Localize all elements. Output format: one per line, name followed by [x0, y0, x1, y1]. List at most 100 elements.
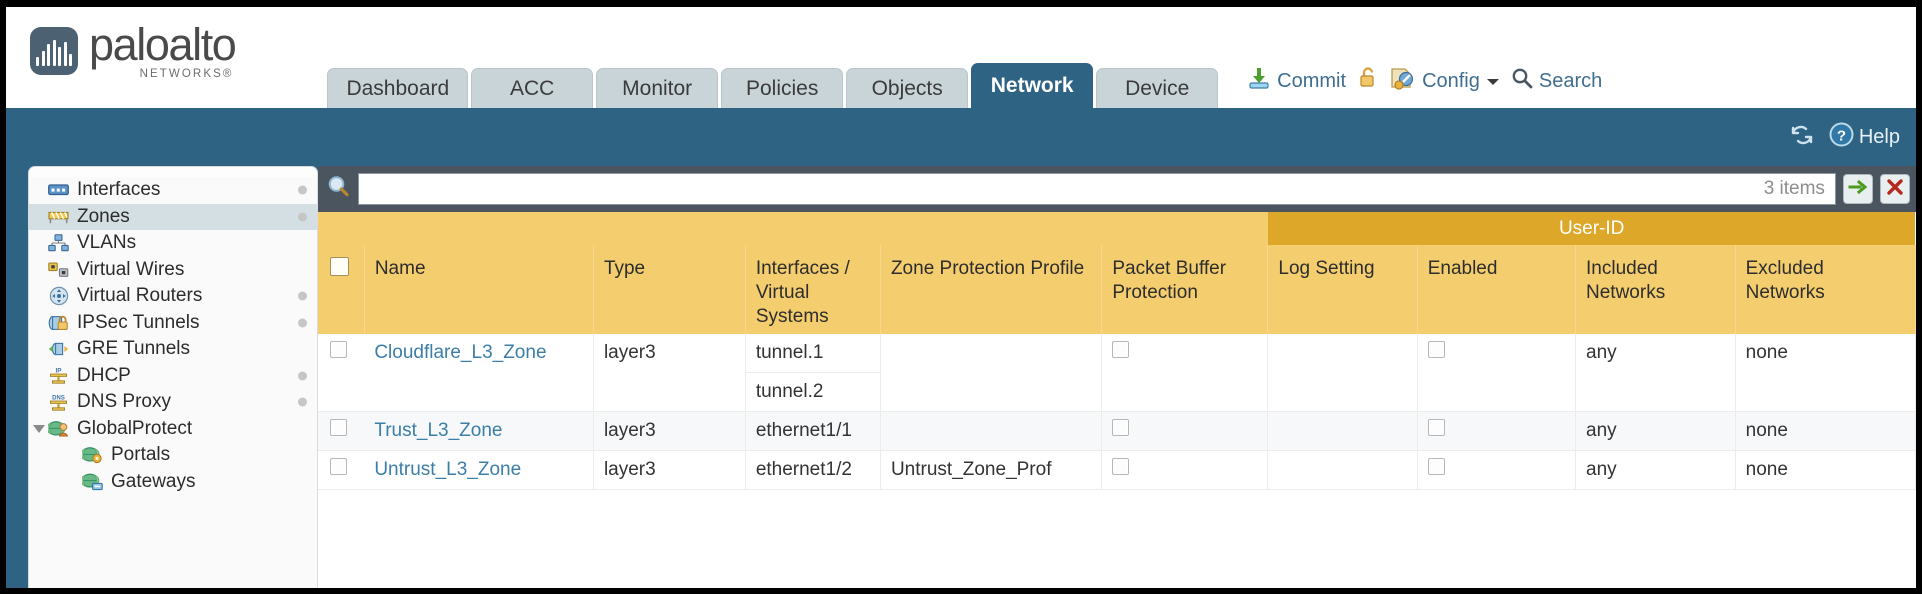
- interface-entry: tunnel.1: [745, 334, 880, 373]
- row-checkbox[interactable]: [330, 419, 347, 436]
- sidebar-item-label: GlobalProtect: [77, 417, 193, 439]
- cell-type: layer3: [593, 411, 746, 451]
- chevron-down-icon: [1486, 70, 1500, 93]
- row-checkbox[interactable]: [330, 341, 347, 358]
- sidebar-item-ipsec-tunnels[interactable]: IPSec Tunnels: [29, 310, 317, 337]
- sidebar-item-portals[interactable]: Portals: [29, 442, 317, 469]
- virtual-wires-icon: [47, 262, 70, 278]
- help-button[interactable]: ? Help: [1829, 122, 1900, 153]
- zones-icon: [47, 209, 70, 224]
- tab-monitor[interactable]: Monitor: [596, 68, 719, 108]
- config-label: Config: [1422, 69, 1480, 92]
- brand-subtitle: NETWORKS®: [139, 67, 234, 80]
- sidebar-item-gre-tunnels[interactable]: GRE Tunnels: [29, 336, 317, 363]
- svg-text:DNS: DNS: [52, 395, 65, 401]
- userid-enabled-checkbox[interactable]: [1427, 341, 1445, 358]
- tab-dashboard[interactable]: Dashboard: [327, 68, 469, 108]
- col-header-enabled[interactable]: Enabled: [1417, 245, 1577, 334]
- tab-objects[interactable]: Objects: [846, 68, 969, 108]
- zone-link[interactable]: Cloudflare_L3_Zone: [374, 342, 547, 363]
- search-input[interactable]: 3 items: [358, 173, 1836, 205]
- cell-zone-protection-profile: Untrust_Zone_Prof: [880, 450, 1103, 490]
- sidebar-item-dns-proxy[interactable]: DNS DNS Proxy: [29, 389, 317, 416]
- zone-link[interactable]: Untrust_L3_Zone: [374, 459, 522, 480]
- userid-group-header: User-ID: [1267, 212, 1916, 245]
- status-dot: [298, 371, 307, 381]
- interfaces-icon: [47, 183, 70, 197]
- cell-interfaces: tunnel.1 tunnel.2: [745, 334, 881, 412]
- status-dot: [298, 212, 307, 222]
- sidebar-item-gateways[interactable]: Gateways: [29, 469, 317, 496]
- select-all-checkbox[interactable]: [330, 257, 349, 276]
- tab-acc[interactable]: ACC: [471, 68, 594, 108]
- cell-userid-enabled: [1417, 334, 1577, 412]
- unlock-icon[interactable]: [1357, 66, 1379, 96]
- search-magnifier-icon[interactable]: [326, 174, 351, 204]
- red-x-clear-icon: [1885, 178, 1905, 201]
- clear-filter-button[interactable]: [1879, 174, 1910, 204]
- row-select-cell: [318, 334, 365, 412]
- select-all-header: [318, 245, 365, 334]
- sidebar-item-virtual-routers[interactable]: Virtual Routers: [29, 283, 317, 310]
- cell-packet-buffer-protection: [1101, 411, 1269, 451]
- sidebar-item-interfaces[interactable]: Interfaces: [29, 177, 317, 204]
- config-dropdown[interactable]: Config: [1390, 66, 1500, 96]
- commit-button[interactable]: Commit: [1247, 66, 1346, 96]
- cell-included-networks: any: [1575, 411, 1736, 451]
- userid-enabled-checkbox[interactable]: [1427, 458, 1445, 475]
- commit-download-icon: [1247, 66, 1271, 96]
- brand-name: paloalto: [89, 18, 237, 70]
- table-row[interactable]: Untrust_L3_Zone layer3 ethernet1/2 Untru…: [318, 450, 1916, 490]
- brand-logo: paloalto NETWORKS®: [6, 18, 237, 109]
- sidebar-item-label: IPSec Tunnels: [77, 311, 200, 333]
- sidebar-item-dhcp[interactable]: IP DHCP: [29, 363, 317, 390]
- sidebar-item-zones[interactable]: Zones: [29, 203, 317, 230]
- col-header-log-setting[interactable]: Log Setting: [1267, 245, 1418, 334]
- refresh-icon[interactable]: [1789, 123, 1815, 152]
- col-header-name[interactable]: Name: [364, 245, 594, 334]
- search-button[interactable]: Search: [1511, 67, 1602, 95]
- cell-userid-enabled: [1417, 450, 1577, 490]
- sidebar-item-vlans[interactable]: VLANs: [29, 230, 317, 257]
- virtual-routers-icon: [47, 286, 70, 306]
- zone-link[interactable]: Trust_L3_Zone: [374, 420, 503, 441]
- cell-included-networks: any: [1575, 334, 1736, 412]
- top-header-bar: paloalto NETWORKS® Dashboard ACC Monitor…: [6, 7, 1916, 108]
- col-header-packet-buffer-protection[interactable]: Packet Buffer Protection: [1101, 245, 1269, 334]
- cell-excluded-networks: none: [1735, 450, 1916, 490]
- table-row[interactable]: Cloudflare_L3_Zone layer3 tunnel.1 tunne…: [318, 334, 1916, 412]
- sidebar-item-label: Zones: [77, 205, 130, 227]
- col-header-type[interactable]: Type: [593, 245, 746, 334]
- tab-policies[interactable]: Policies: [721, 68, 844, 108]
- svg-text:?: ?: [1837, 127, 1846, 144]
- table-row[interactable]: Trust_L3_Zone layer3 ethernet1/1: [318, 411, 1916, 451]
- sidebar-item-globalprotect[interactable]: GlobalProtect: [29, 416, 317, 443]
- status-dot: [298, 185, 307, 195]
- cell-name: Trust_L3_Zone: [364, 411, 594, 451]
- status-dot: [298, 397, 307, 407]
- col-header-excluded-networks[interactable]: Excluded Networks: [1735, 245, 1916, 334]
- sub-toolbar: ? Help: [6, 108, 1916, 166]
- cell-zone-protection-profile: [880, 411, 1103, 451]
- col-header-zone-protection-profile[interactable]: Zone Protection Profile: [880, 245, 1103, 334]
- tab-device[interactable]: Device: [1096, 68, 1219, 108]
- userid-enabled-checkbox[interactable]: [1427, 419, 1445, 436]
- col-header-included-networks[interactable]: Included Networks: [1575, 245, 1736, 334]
- sidebar-item-label: Gateways: [111, 470, 196, 492]
- portals-icon: [81, 446, 104, 464]
- tab-network[interactable]: Network: [971, 63, 1094, 108]
- packet-buffer-protection-checkbox[interactable]: [1112, 419, 1130, 436]
- sidebar-item-virtual-wires[interactable]: Virtual Wires: [29, 257, 317, 284]
- packet-buffer-protection-checkbox[interactable]: [1112, 458, 1130, 475]
- group-header-spacer: [318, 212, 1268, 245]
- apply-filter-button[interactable]: [1842, 174, 1873, 204]
- cell-zone-protection-profile: [880, 334, 1103, 412]
- row-checkbox[interactable]: [330, 458, 347, 475]
- col-header-interfaces[interactable]: Interfaces / Virtual Systems: [745, 245, 881, 334]
- twisty-collapse-icon[interactable]: [33, 424, 45, 433]
- packet-buffer-protection-checkbox[interactable]: [1112, 341, 1130, 358]
- search-label: Search: [1538, 69, 1603, 92]
- zones-filter-bar: 3 items: [318, 166, 1916, 212]
- cell-included-networks: any: [1575, 450, 1736, 490]
